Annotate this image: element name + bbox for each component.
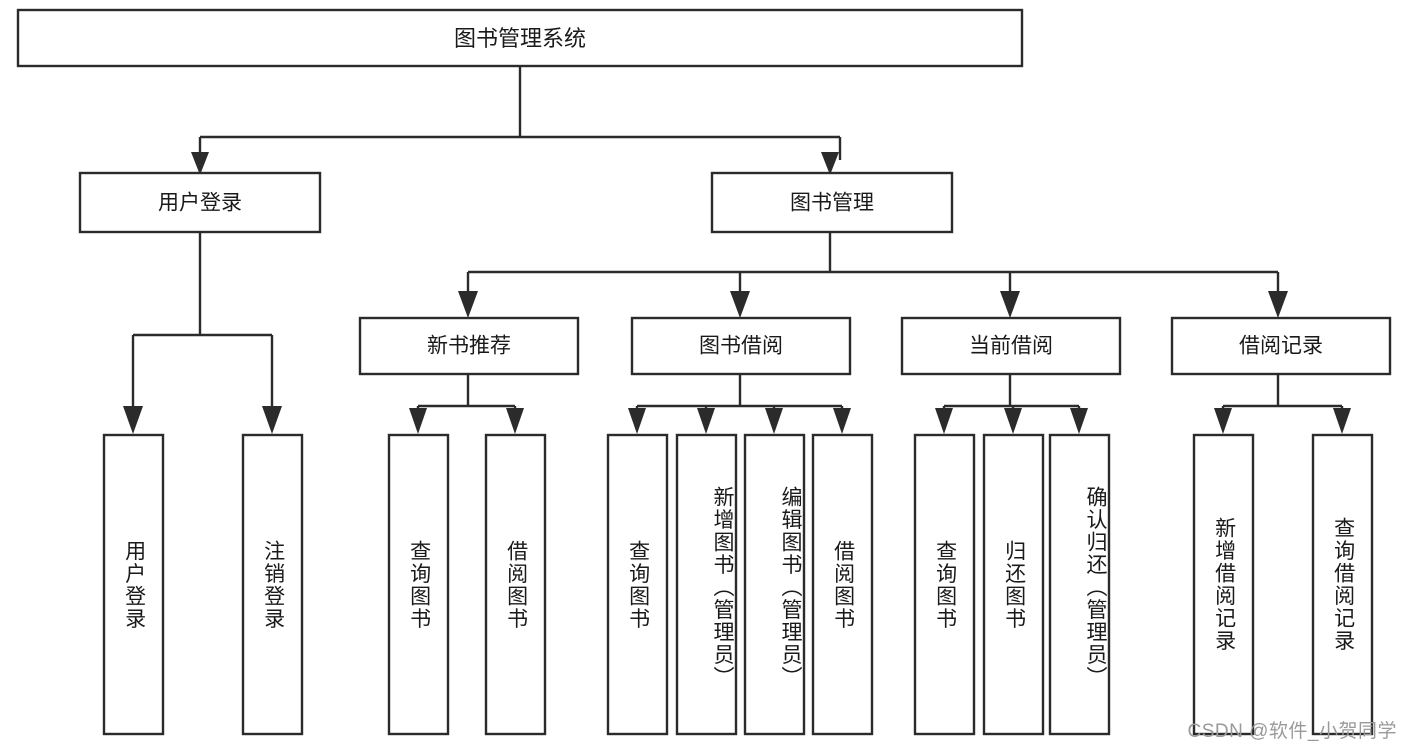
leaf-box-user-login[interactable] xyxy=(102,433,165,736)
leaf-box-add-book[interactable] xyxy=(675,433,738,736)
node-box-borrow-record[interactable] xyxy=(1170,316,1392,376)
node-label-user-login: 用户登录 xyxy=(158,192,242,215)
node-root-system[interactable]: 图书管理系统 xyxy=(16,8,1024,68)
node-label-root: 图书管理系统 xyxy=(454,26,586,51)
leaf-box-edit-book[interactable] xyxy=(743,433,806,736)
leaf-box-query-record[interactable] xyxy=(1311,433,1374,736)
arrowhead-leaf-borrow-book-1 xyxy=(506,408,524,434)
node-label-borrow-record: 借阅记录 xyxy=(1239,335,1323,358)
leaf-box-logout[interactable] xyxy=(241,433,304,736)
leaf-box-add-record[interactable] xyxy=(1192,433,1255,736)
arrowhead-leaf-query-book-1 xyxy=(409,408,427,434)
node-label-new-book-recommend: 新书推荐 xyxy=(427,335,511,358)
arrowhead-to-book-borrow xyxy=(730,291,750,318)
arrowhead-to-new-book xyxy=(458,291,478,318)
leaf-box-return-book[interactable] xyxy=(982,433,1045,736)
arrowhead-leaf-logout xyxy=(262,406,282,434)
connector-new-book-to-leaves xyxy=(416,374,517,414)
connector-book-manage-to-level3 xyxy=(466,232,1280,296)
arrowhead-leaf-confirm-return xyxy=(1070,408,1088,434)
node-label-book-manage: 图书管理 xyxy=(790,192,874,215)
connector-book-borrow-to-leaves xyxy=(635,374,844,414)
arrowhead-leaf-edit-book xyxy=(765,408,783,434)
arrowhead-to-user-login xyxy=(191,152,209,175)
node-label-current-borrow: 当前借阅 xyxy=(969,335,1053,358)
node-book-borrow[interactable]: 图书借阅 xyxy=(630,316,852,376)
node-label-book-borrow: 图书借阅 xyxy=(699,335,783,358)
arrowhead-leaf-borrow-book-2 xyxy=(833,408,851,434)
node-box-user-login[interactable] xyxy=(78,171,322,234)
leaf-box-borrow-book-2[interactable] xyxy=(811,433,874,736)
arrowhead-leaf-query-book-3 xyxy=(935,408,953,434)
node-current-borrow[interactable]: 当前借阅 xyxy=(900,316,1122,376)
leaf-box-query-book-3[interactable] xyxy=(913,433,976,736)
arrowhead-leaf-query-record xyxy=(1333,408,1351,434)
arrowhead-leaf-add-record xyxy=(1214,408,1232,434)
node-box-new-book-recommend[interactable] xyxy=(358,316,580,376)
arrowhead-to-borrow-record xyxy=(1268,291,1288,318)
node-user-login[interactable]: 用户登录 xyxy=(78,171,322,234)
node-new-book-recommend[interactable]: 新书推荐 xyxy=(358,316,580,376)
leaf-box-confirm-return[interactable] xyxy=(1048,433,1111,736)
connector-layer xyxy=(123,66,1351,434)
arrowhead-leaf-return-book xyxy=(1004,408,1022,434)
csdn-watermark: CSDN @软件_小贺同学 xyxy=(1187,721,1397,742)
arrowhead-to-current-borrow xyxy=(1000,291,1020,318)
leaf-box-layer xyxy=(102,433,1374,736)
leaf-box-query-book-2[interactable] xyxy=(606,433,669,736)
arrowhead-leaf-query-book-2 xyxy=(628,408,646,434)
connector-root-to-level2 xyxy=(198,66,842,160)
node-box-book-borrow[interactable] xyxy=(630,316,852,376)
node-book-manage[interactable]: 图书管理 xyxy=(710,171,954,234)
node-box-root[interactable] xyxy=(16,8,1024,68)
leaf-box-borrow-book-1[interactable] xyxy=(484,433,547,736)
arrowhead-leaf-user-login xyxy=(123,406,143,434)
node-borrow-record[interactable]: 借阅记录 xyxy=(1170,316,1392,376)
node-box-current-borrow[interactable] xyxy=(900,316,1122,376)
arrowhead-leaf-add-book xyxy=(697,408,715,434)
node-box-book-manage[interactable] xyxy=(710,171,954,234)
arrowhead-to-book-manage xyxy=(821,152,839,175)
connector-borrow-record-to-leaves xyxy=(1221,374,1344,414)
leaf-box-query-book-1[interactable] xyxy=(387,433,450,736)
connector-user-login-to-leaves xyxy=(131,232,274,410)
